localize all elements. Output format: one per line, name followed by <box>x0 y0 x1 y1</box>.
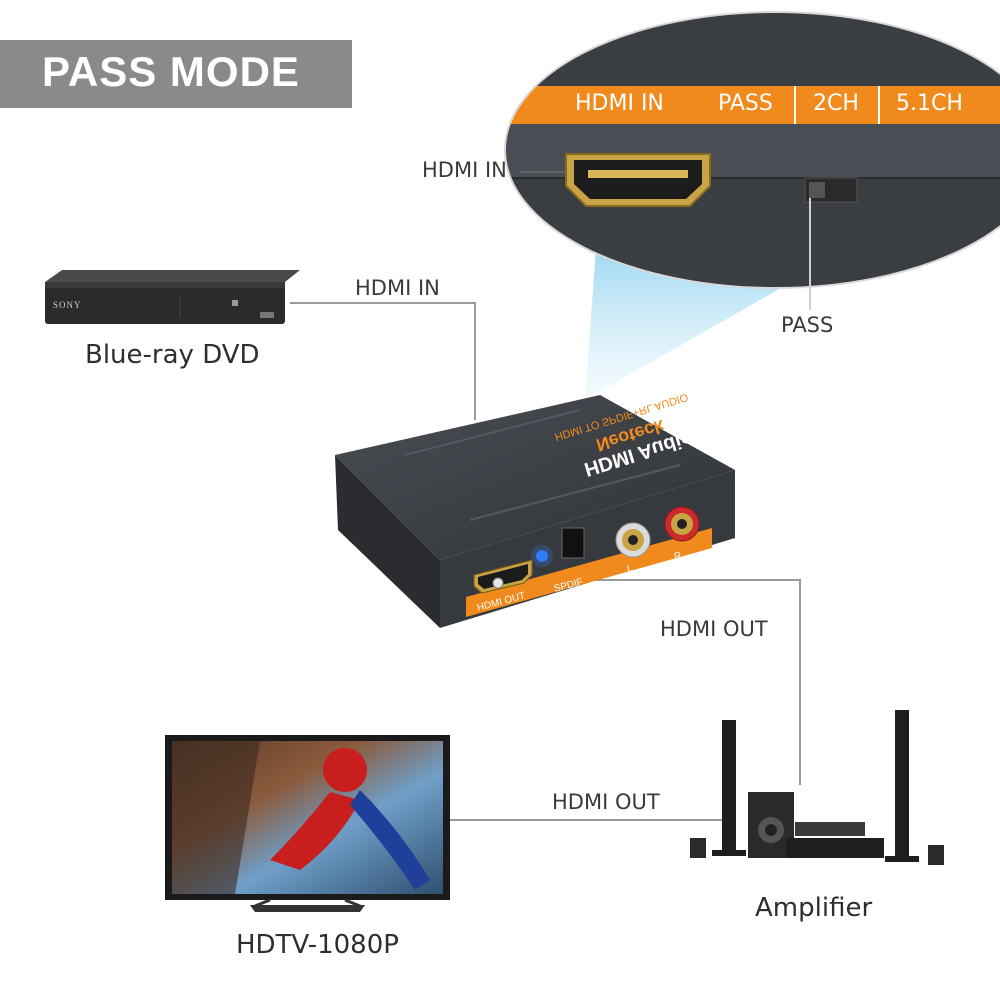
zoom-port-label: HDMI IN <box>422 158 507 182</box>
zoom-hdmi-port-icon <box>565 153 711 207</box>
hdmi-out-tv-label: HDMI OUT <box>552 790 660 814</box>
amplifier-system-icon <box>690 710 944 865</box>
zoom-strip-51ch: 5.1CH <box>896 91 963 116</box>
hdmi-out-amp-label: HDMI OUT <box>660 617 768 641</box>
extractor-power-led <box>536 550 548 562</box>
extractor-rca-left-icon <box>615 522 651 558</box>
mode-banner-title: PASS MODE <box>42 48 300 95</box>
zoom-strip-pass: PASS <box>718 91 773 116</box>
audio-extractor-device: Neoteck HDMI Audio Extractor HDMI TO SPD… <box>335 390 785 628</box>
zoom-orange-strip <box>505 86 1000 124</box>
hdmi-in-label: HDMI IN <box>355 276 440 300</box>
zoom-panel-outline <box>504 11 1000 289</box>
hdmi-out-amp-cable <box>500 579 801 785</box>
source-device-label: Blue-ray DVD <box>85 340 260 370</box>
zoom-switch-label: PASS <box>781 313 834 337</box>
zoom-panel <box>505 12 1000 288</box>
extractor-rca-right-icon <box>664 506 700 542</box>
audio-device-label: Amplifier <box>755 893 873 923</box>
extractor-spdif-port-icon <box>561 527 585 559</box>
zoom-strip-2ch: 2CH <box>813 91 859 116</box>
bluray-player-icon <box>45 270 300 324</box>
extractor-orange-strip <box>466 528 712 617</box>
mode-banner: PASS MODE <box>0 40 352 108</box>
hdtv-icon <box>165 735 450 912</box>
hdmi-in-cable <box>290 302 476 420</box>
zoom-strip-hdmi-in: HDMI IN <box>575 91 664 116</box>
extractor-port-r: R <box>673 550 683 562</box>
extractor-port-l: L <box>626 563 635 575</box>
display-device-label: HDTV-1080P <box>236 930 399 960</box>
bluray-brand: SONY <box>53 300 82 310</box>
